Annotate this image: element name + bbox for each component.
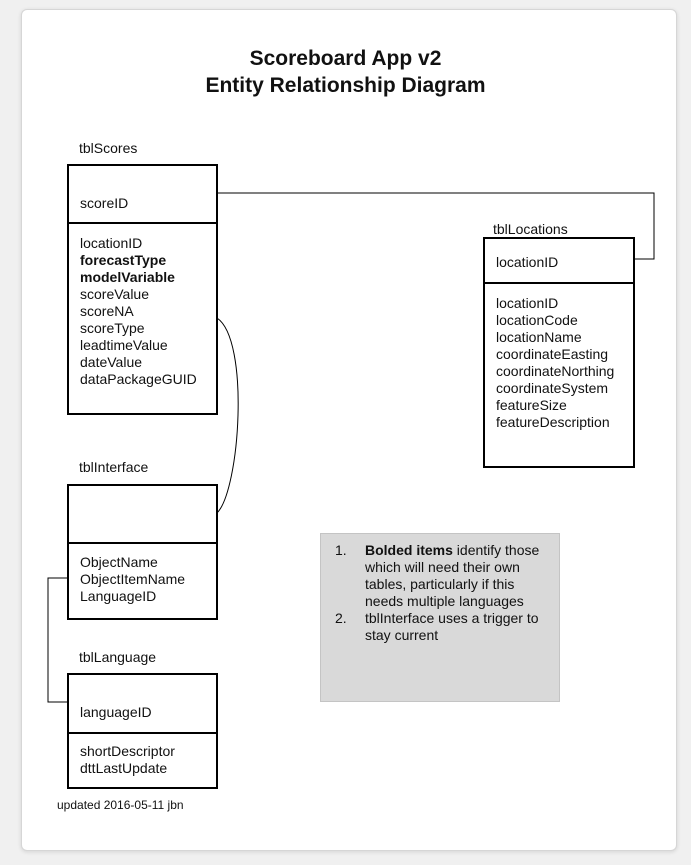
note-number: 1. <box>335 542 347 558</box>
field-item: shortDescriptor <box>80 743 175 759</box>
field-item: locationCode <box>496 312 578 328</box>
table-interface-key-section <box>69 486 216 544</box>
note-bold-text: Bolded items <box>365 542 453 558</box>
table-language-key: languageID <box>80 704 152 720</box>
field-item-bold: modelVariable <box>80 269 175 285</box>
interface-language-link <box>47 577 67 703</box>
table-scores-key: scoreID <box>80 195 129 211</box>
diagram-title: Scoreboard App v2 <box>249 47 442 70</box>
table-language-key-section: languageID <box>69 675 216 734</box>
table-locations-key-section: locationID <box>485 239 633 284</box>
field-item: locationID <box>496 295 559 311</box>
field-item: featureSize <box>496 397 567 413</box>
notes-list: 1. Bolded items identify those which will… <box>335 542 551 644</box>
table-name-language: tblLanguage <box>79 649 157 665</box>
table-language: languageID shortDescriptor dttLastUpdate <box>67 673 218 789</box>
table-locations-fields: locationID locationCode locationName coo… <box>496 295 629 431</box>
updated-footnote: updated 2016-05-11 jbn <box>57 798 184 812</box>
table-name-scores: tblScores <box>79 140 138 156</box>
field-item-bold: forecastType <box>80 252 167 268</box>
table-scores: scoreID locationID forecastType modelVar… <box>67 164 218 415</box>
field-item: locationID <box>80 235 143 251</box>
field-item: locationName <box>496 329 582 345</box>
note-item-2: 2. tblInterface uses a trigger to stay cu… <box>335 610 551 644</box>
field-item: dateValue <box>80 354 143 370</box>
field-item: scoreNA <box>80 303 134 319</box>
table-locations: locationID locationID locationCode locat… <box>483 237 635 468</box>
field-item: scoreValue <box>80 286 150 302</box>
field-item: LanguageID <box>80 588 157 604</box>
table-name-locations: tblLocations <box>493 221 568 237</box>
field-item: dataPackageGUID <box>80 371 197 387</box>
scores-locations-link <box>217 192 655 260</box>
note-text: identify those which will need their own… <box>365 542 540 609</box>
table-scores-key-section: scoreID <box>69 166 216 224</box>
table-language-fields: shortDescriptor dttLastUpdate <box>80 743 212 777</box>
diagram-subtitle: Entity Relationship Diagram <box>205 74 486 97</box>
note-text: tblInterface uses a trigger to stay curr… <box>365 610 539 643</box>
table-interface-fields: ObjectName ObjectItemName LanguageID <box>80 554 212 605</box>
field-item: featureDescription <box>496 414 610 430</box>
notes-box: 1. Bolded items identify those which will… <box>320 533 560 702</box>
field-item: coordinateSystem <box>496 380 609 396</box>
field-item: coordinateEasting <box>496 346 609 362</box>
scores-interface-link <box>216 317 239 514</box>
field-item: coordinateNorthing <box>496 363 615 379</box>
table-name-interface: tblInterface <box>79 459 149 475</box>
table-interface: ObjectName ObjectItemName LanguageID <box>67 484 218 620</box>
table-locations-key: locationID <box>496 254 559 270</box>
field-item: ObjectItemName <box>80 571 186 587</box>
note-item-1: 1. Bolded items identify those which will… <box>335 542 551 610</box>
field-item: scoreType <box>80 320 145 336</box>
field-item: ObjectName <box>80 554 158 570</box>
table-scores-fields: locationID forecastType modelVariable sc… <box>80 235 212 388</box>
field-item: leadtimeValue <box>80 337 168 353</box>
note-number: 2. <box>335 610 347 626</box>
field-item: dttLastUpdate <box>80 760 168 776</box>
